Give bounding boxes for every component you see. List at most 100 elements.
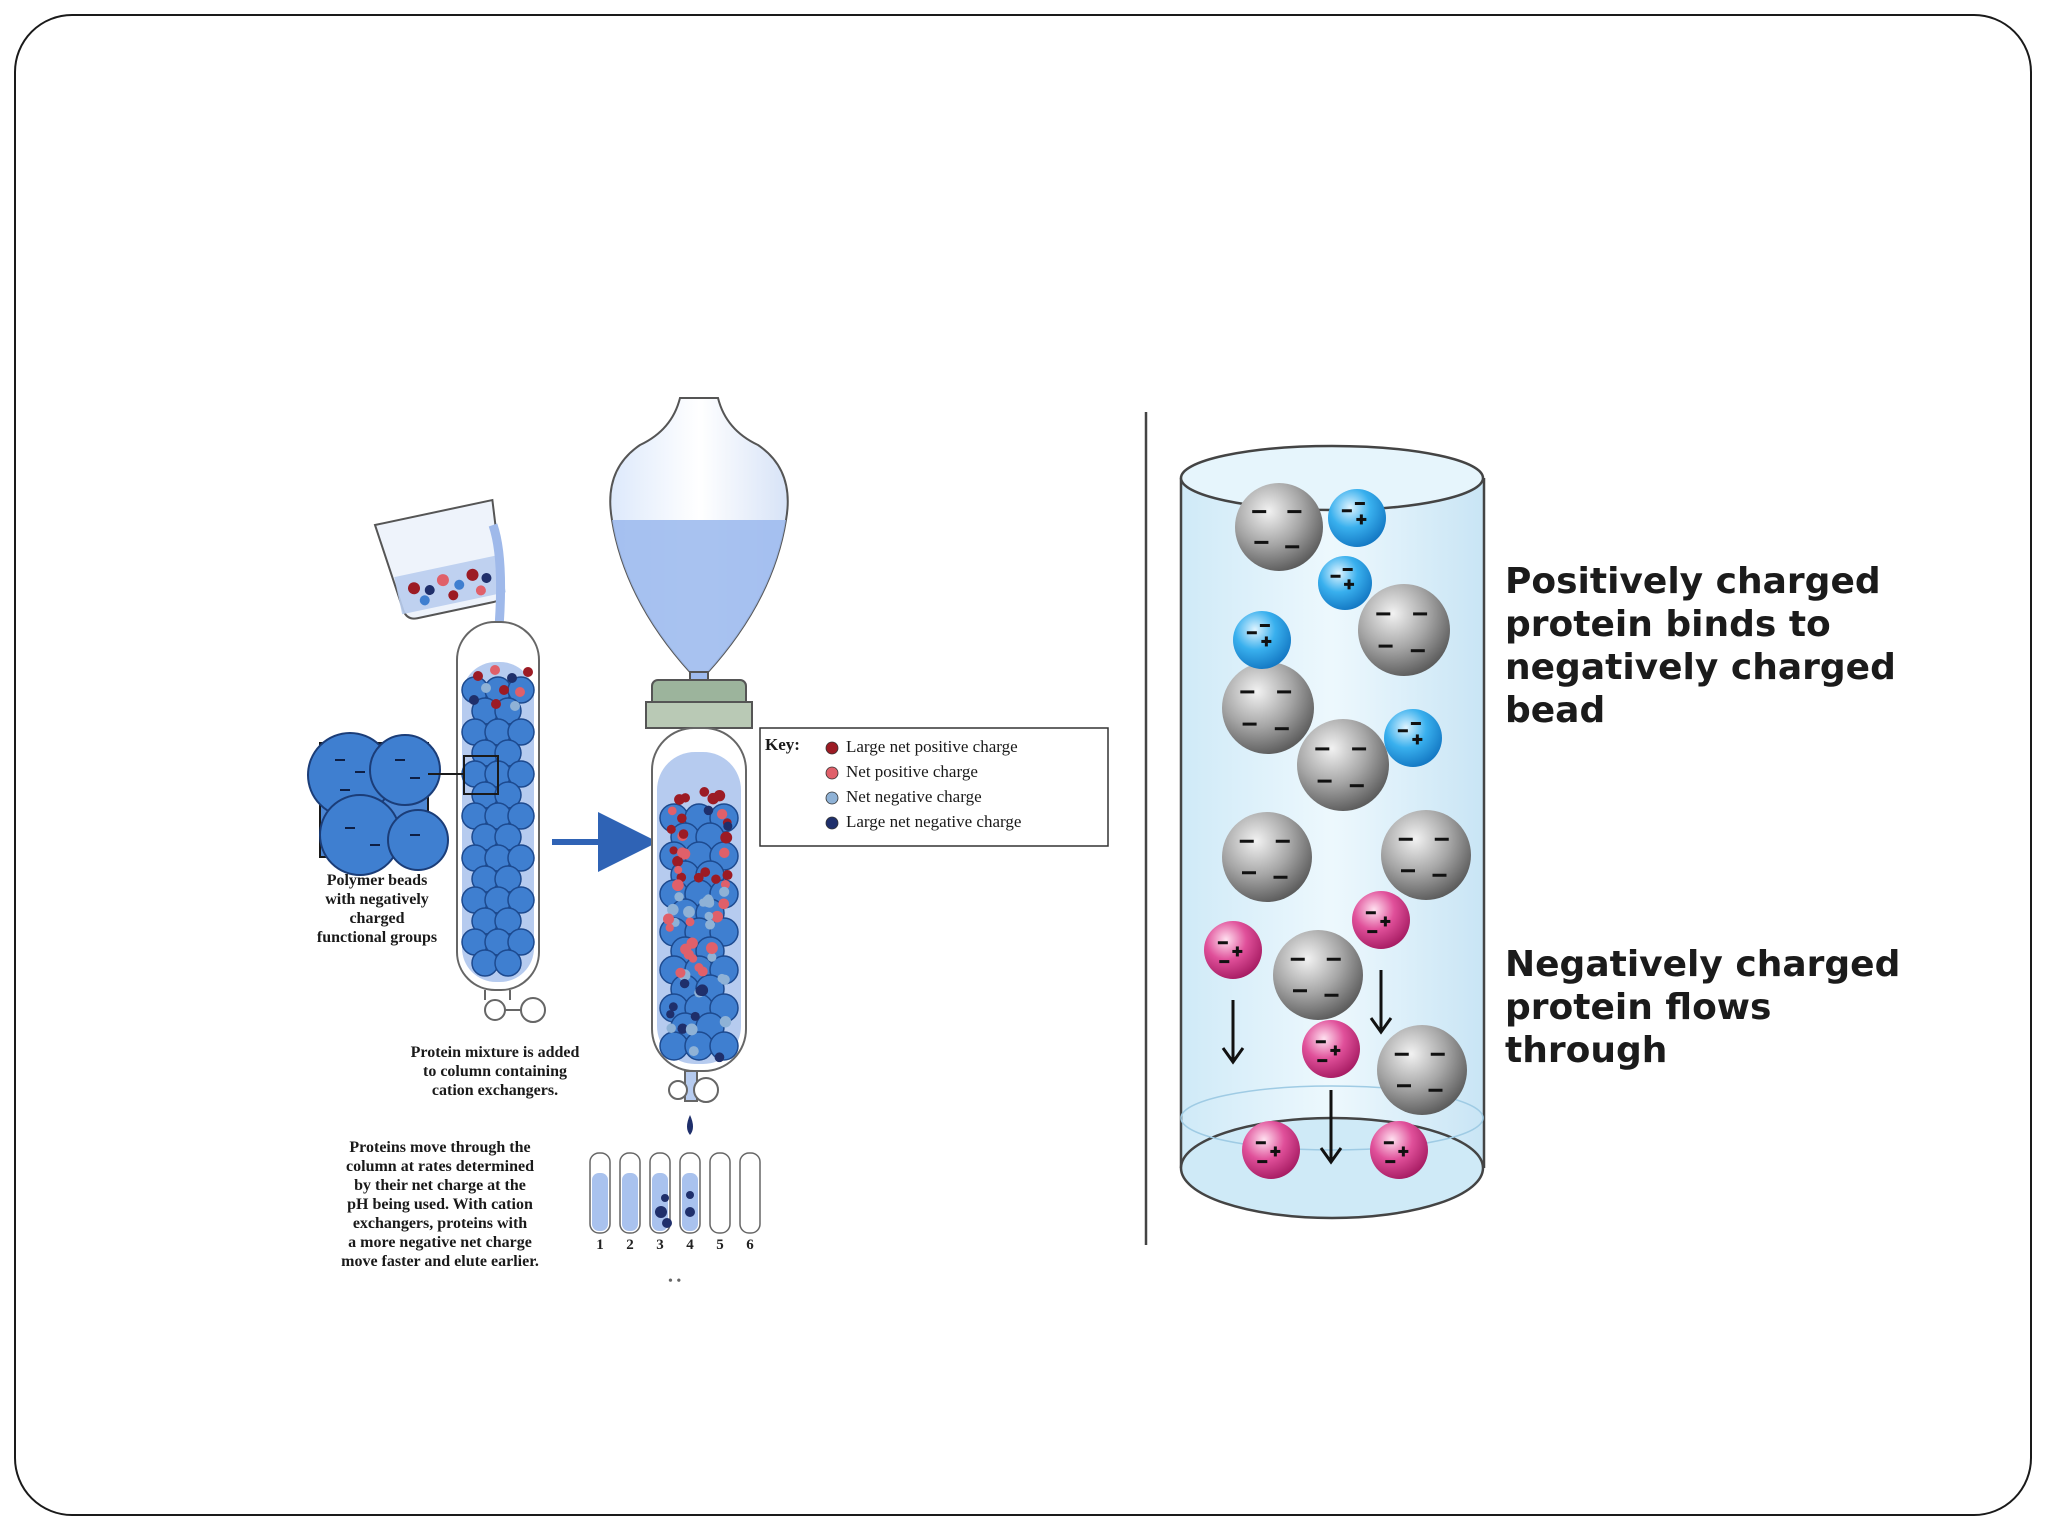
key-item-label: Net negative charge [846, 787, 982, 806]
beads-label-line: with negatively [325, 891, 429, 908]
flow-label-line: protein flows [1505, 987, 1772, 1028]
test-tube [709, 1152, 731, 1234]
protein-dot [707, 792, 719, 805]
negative-bead [1377, 1025, 1467, 1115]
negative-protein [1302, 1020, 1360, 1078]
beads-label-line: charged [349, 910, 405, 927]
protein-dot [722, 869, 733, 881]
negative-protein [1204, 921, 1262, 979]
protein-dot [683, 906, 695, 918]
protein-dot [491, 699, 501, 709]
elution-label-line: by their net charge at the [354, 1177, 526, 1194]
mixture-label: Protein mixture is added to column conta… [370, 1043, 620, 1100]
flow-label: Negatively charged protein flows through [1505, 943, 1900, 1072]
protein-dot [723, 821, 733, 831]
protein-dot [699, 898, 708, 907]
key-swatch [825, 741, 839, 755]
protein-dot [680, 793, 690, 803]
protein-dot [481, 683, 491, 693]
tube-number: 2 [626, 1237, 634, 1253]
key-item-label: Large net positive charge [846, 737, 1018, 756]
beads-label: Polymer beads with negatively charged fu… [282, 871, 472, 947]
test-tube [739, 1152, 761, 1234]
tube-liquid [622, 1173, 638, 1231]
protein-dot [697, 966, 708, 977]
positive-protein [1384, 709, 1442, 767]
protein-dot [700, 867, 711, 877]
protein-dot [720, 831, 733, 844]
eluted-protein [661, 1194, 669, 1202]
protein-dot [667, 806, 677, 816]
protein-dot [499, 685, 509, 695]
protein-dot [685, 1023, 698, 1036]
protein-dot [683, 949, 694, 960]
resin-bead [507, 928, 535, 956]
tube-number: 1 [596, 1237, 604, 1253]
protein-dot [720, 880, 730, 889]
beaker [373, 498, 506, 620]
column-two [651, 727, 747, 1135]
protein-dot [693, 872, 704, 883]
mixture-label-line: to column containing [422, 1063, 567, 1080]
key-item-label: Large net negative charge [846, 812, 1022, 831]
protein-dot [677, 813, 687, 824]
bind-label-line: protein binds to [1505, 604, 1831, 645]
protein-dot [678, 829, 689, 839]
protein-dot [679, 978, 690, 989]
eluted-protein [655, 1206, 667, 1218]
key-box [759, 727, 1109, 847]
protein-dot [469, 695, 479, 705]
elution-label-line: exchangers, proteins with [352, 1215, 528, 1232]
resin-bead [471, 949, 499, 977]
protein-dot [705, 919, 715, 930]
negative-protein [1352, 891, 1410, 949]
negative-bead [1381, 810, 1471, 900]
protein-dot [719, 1016, 732, 1028]
protein-dot [490, 665, 500, 675]
protein-dot [703, 805, 714, 816]
bind-label-line: Positively charged [1505, 561, 1881, 602]
protein-dot [688, 1046, 699, 1057]
protein-dot [690, 1011, 700, 1021]
protein-dot [699, 787, 710, 797]
elution-label-line: Proteins move through the [349, 1139, 531, 1156]
protein-dot [510, 701, 520, 711]
eluted-protein [685, 1207, 695, 1217]
flow-arrow [1319, 1090, 1343, 1165]
key-swatch [825, 791, 839, 805]
negative-bead [1235, 483, 1323, 571]
beads-label-line: functional groups [316, 929, 438, 946]
flow-arrow [1221, 1000, 1245, 1065]
protein-dot [718, 898, 730, 910]
negative-bead [1297, 719, 1389, 811]
protein-dot [704, 911, 714, 921]
negative-protein [1370, 1121, 1428, 1179]
protein-dot [695, 985, 706, 996]
key-swatch [825, 766, 839, 780]
elution-label-line: a more negative net charge [348, 1234, 532, 1251]
resin-bead [507, 844, 535, 872]
tube-liquid [592, 1173, 608, 1231]
protein-dot [674, 865, 683, 874]
flow-arrow [1369, 970, 1393, 1035]
protein-dot [677, 1023, 688, 1034]
key-title: Key: [765, 735, 800, 754]
separatory-funnel [609, 397, 789, 729]
protein-dot [666, 1010, 675, 1019]
key-dots [825, 741, 839, 830]
protein-dot [686, 937, 698, 949]
protein-dot [507, 673, 517, 683]
protein-dot [714, 1052, 725, 1063]
negative-bead [1222, 812, 1312, 902]
eluted-protein [662, 1218, 672, 1228]
key-item-label: Net positive charge [846, 762, 978, 781]
flow-label-line: Negatively charged [1505, 944, 1901, 985]
positive-protein [1233, 611, 1291, 669]
protein-dot [523, 667, 533, 677]
tube-number: 5 [716, 1237, 724, 1253]
protein-dot [666, 824, 676, 834]
column-one [456, 621, 546, 1023]
protein-dot [668, 1002, 678, 1012]
protein-dot [711, 874, 721, 884]
